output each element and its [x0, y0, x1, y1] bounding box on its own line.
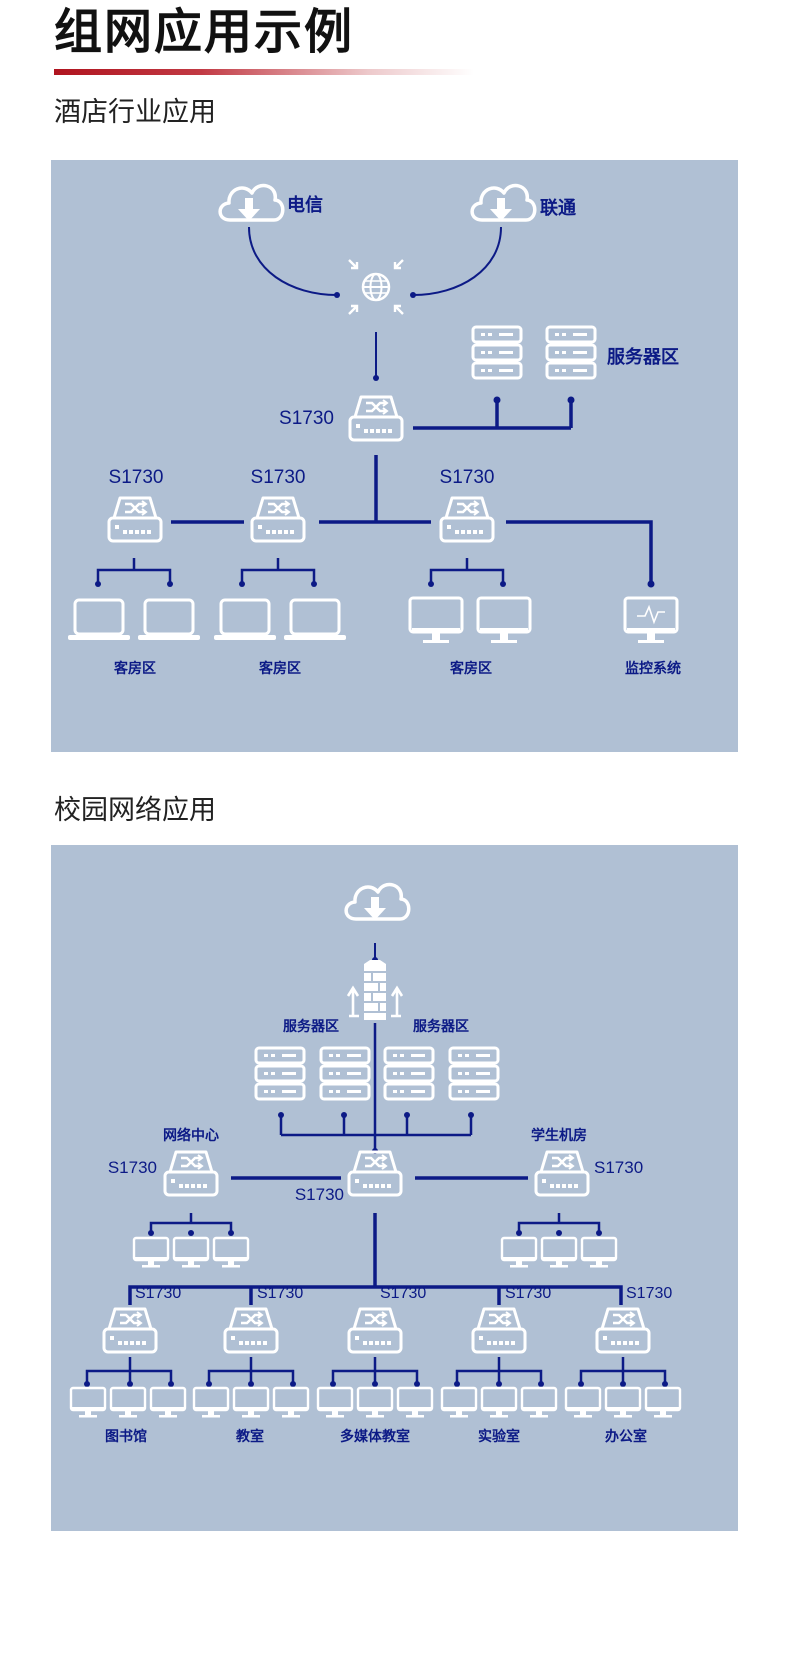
- bottom-switch-icon: [595, 1307, 651, 1354]
- bottom-switch-icon: [347, 1307, 403, 1354]
- zone-label: 教室: [236, 1428, 264, 1445]
- monitoring-screen-icon: [623, 596, 679, 645]
- bottom-switch-label: S1730: [257, 1285, 303, 1302]
- laptop-icon: [282, 598, 348, 642]
- bottom-switch-label: S1730: [626, 1285, 672, 1302]
- internet-globe-icon: [348, 259, 404, 315]
- access-switch-label: S1730: [440, 467, 495, 488]
- pc-group-icon: [134, 1238, 248, 1268]
- access-switch-label: S1730: [251, 467, 306, 488]
- laptop-icon: [212, 598, 278, 642]
- laptop-icon: [136, 598, 202, 642]
- hotel-link-dots: [95, 292, 655, 588]
- pc-group-icon: [566, 1388, 680, 1418]
- server-zone-label: 服务器区: [283, 1018, 339, 1035]
- pc-group-icon: [194, 1388, 308, 1418]
- core-switch-icon: [348, 395, 404, 442]
- access-switch-icon: [250, 496, 306, 543]
- server-icon: [448, 1046, 500, 1101]
- core-switch-label: S1730: [295, 1185, 344, 1204]
- zone-label: 监控系统: [625, 660, 681, 677]
- title-underline: [54, 69, 474, 75]
- pc-group-icon: [442, 1388, 556, 1418]
- firewall-icon: [346, 960, 404, 1020]
- isp-label-right: 联通: [540, 198, 576, 219]
- zone-label: 客房区: [258, 660, 301, 677]
- laptop-icon: [66, 598, 132, 642]
- isp-label-left: 电信: [287, 194, 323, 216]
- zone-label: 客房区: [449, 660, 492, 677]
- core-switch-label: S1730: [279, 408, 334, 429]
- cloud-download-icon: [218, 183, 285, 223]
- desktop-monitor-icon: [408, 596, 464, 645]
- zone-label: 办公室: [605, 1428, 647, 1445]
- student-lab-switch-icon: [534, 1150, 590, 1197]
- zone-label: 图书馆: [105, 1428, 147, 1445]
- access-switch-label: S1730: [109, 467, 164, 488]
- student-lab-label: 学生机房: [531, 1127, 587, 1144]
- network-center-switch-icon: [163, 1150, 219, 1197]
- server-zone-label: 服务器区: [413, 1018, 469, 1035]
- zone-label: 实验室: [478, 1428, 520, 1445]
- zone-label: 客房区: [113, 660, 156, 677]
- server-zone-label: 服务器区: [607, 346, 679, 368]
- bottom-switch-label: S1730: [505, 1285, 551, 1302]
- left-switch-label: S1730: [108, 1158, 157, 1177]
- page-title: 组网应用示例: [54, 4, 355, 60]
- core-switch-icon: [347, 1150, 403, 1197]
- bottom-switch-icon: [471, 1307, 527, 1354]
- bottom-switch-label: S1730: [135, 1285, 181, 1302]
- server-icon: [471, 325, 523, 380]
- bottom-switch-label: S1730: [380, 1285, 426, 1302]
- pc-group-icon: [71, 1388, 185, 1418]
- server-icon: [254, 1046, 306, 1101]
- right-switch-label: S1730: [594, 1158, 643, 1177]
- campus-diagram: 服务器区 服务器区 网络中心 学生机房 S1730 S1730 S1730 S1…: [51, 845, 738, 1531]
- bottom-switch-icon: [102, 1307, 158, 1354]
- server-icon: [383, 1046, 435, 1101]
- campus-link-dots: [84, 957, 668, 1387]
- bottom-switch-icon: [223, 1307, 279, 1354]
- desktop-monitor-icon: [476, 596, 532, 645]
- hotel-links: [96, 226, 653, 584]
- access-switch-icon: [107, 496, 163, 543]
- server-icon: [545, 325, 597, 380]
- pc-group-icon: [502, 1238, 616, 1268]
- cloud-download-icon: [470, 183, 537, 223]
- access-switch-icon: [439, 496, 495, 543]
- zone-label: 多媒体教室: [340, 1428, 410, 1445]
- campus-section-title: 校园网络应用: [54, 795, 216, 826]
- pc-group-icon: [318, 1388, 432, 1418]
- hotel-diagram: 电信 联通 服务器区 S1730 S1730 S1730 S1730 客房区 客…: [51, 160, 738, 752]
- cloud-download-icon: [344, 882, 411, 922]
- network-center-label: 网络中心: [163, 1127, 219, 1144]
- hotel-section-title: 酒店行业应用: [54, 97, 216, 128]
- server-icon: [319, 1046, 371, 1101]
